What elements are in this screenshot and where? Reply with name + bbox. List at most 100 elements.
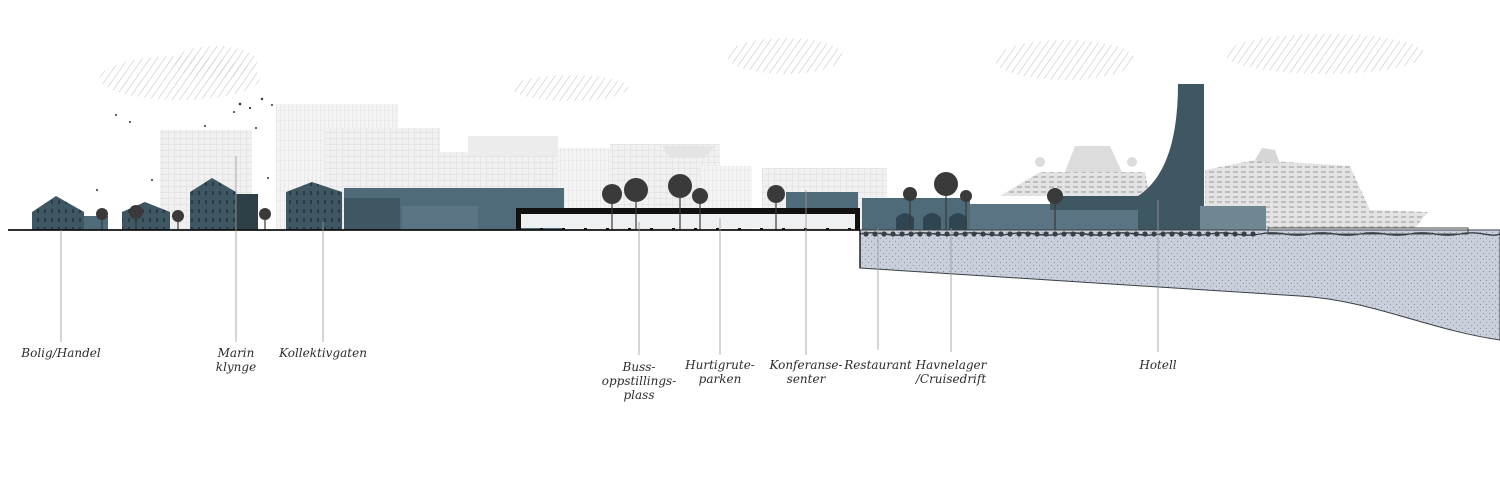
label-line: senter <box>786 372 826 386</box>
tree-crown <box>960 190 972 202</box>
marine-cluster-building <box>190 178 236 230</box>
fender <box>1088 231 1094 237</box>
tree-crown <box>259 208 271 220</box>
conference-building <box>786 192 858 208</box>
label-konferansesenter: Konferanse- senter <box>769 358 842 386</box>
fender <box>1007 231 1013 237</box>
cruise-ship <box>1065 146 1122 172</box>
mid-block <box>286 182 342 230</box>
hotel-tower <box>1138 84 1204 230</box>
fender <box>962 231 968 237</box>
fender <box>1160 231 1166 237</box>
fender <box>989 231 995 237</box>
fender <box>1016 231 1022 237</box>
label-kollektivgaten: Kollektivgaten <box>279 346 367 360</box>
tree-crown <box>172 210 184 222</box>
bus-terminal <box>516 208 860 230</box>
fender <box>863 231 869 237</box>
fender <box>1124 231 1130 237</box>
fender <box>1187 231 1193 237</box>
label-bolig-handel: Bolig/Handel <box>21 346 101 360</box>
label-buss-oppstillingsplass: Buss- oppstillings- plass <box>602 360 677 402</box>
quay-fenders <box>863 231 1256 237</box>
fender <box>1223 231 1229 237</box>
tree-crown <box>602 184 622 204</box>
fender <box>1034 231 1040 237</box>
label-hotell: Hotell <box>1139 358 1177 372</box>
fender <box>917 231 923 237</box>
cloud <box>995 40 1135 80</box>
birds <box>96 97 273 191</box>
warehouse-arch <box>949 213 967 230</box>
fender <box>1214 231 1220 237</box>
label-line: plass <box>623 388 655 402</box>
clouds <box>100 34 1425 101</box>
label-line: parken <box>698 372 742 386</box>
fender <box>971 231 977 237</box>
fender <box>1232 231 1238 237</box>
fender <box>1250 231 1256 237</box>
tree-crown <box>129 205 143 219</box>
fender <box>998 231 1004 237</box>
fender <box>935 231 941 237</box>
label-havnelager-cruisedrift: Havnelager /Cruisedrift <box>916 358 987 386</box>
tree-crown <box>934 172 958 196</box>
fender <box>1196 231 1202 237</box>
cloud <box>1225 34 1425 74</box>
fender <box>1106 231 1112 237</box>
tree-crown <box>96 208 108 220</box>
fender <box>980 231 986 237</box>
label-line: Marin <box>217 346 255 360</box>
tree-crown <box>668 174 692 198</box>
harbour-buildings <box>786 84 1266 230</box>
fender <box>881 231 887 237</box>
fender <box>1133 231 1139 237</box>
tree-crown <box>903 187 917 201</box>
house <box>32 196 84 230</box>
ghost-block <box>468 136 558 156</box>
label-line: oppstillings- <box>601 374 677 388</box>
tree-crown <box>767 185 785 203</box>
ghost-roof <box>662 146 715 158</box>
fender <box>1061 231 1067 237</box>
fender <box>1070 231 1076 237</box>
fender <box>872 231 878 237</box>
label-line: Hurtigrute- <box>685 358 755 372</box>
cruise-ship <box>1000 172 1150 196</box>
fender <box>953 231 959 237</box>
fender <box>1025 231 1031 237</box>
fender <box>1052 231 1058 237</box>
fender <box>944 231 950 237</box>
fender <box>899 231 905 237</box>
label-line: Buss- <box>622 360 656 374</box>
fender <box>1205 231 1211 237</box>
fender <box>1169 231 1175 237</box>
tree-crown <box>692 188 708 204</box>
label-marin-klynge: Marin klynge <box>216 346 256 374</box>
pier <box>1267 227 1469 235</box>
trees <box>96 172 1063 230</box>
fender <box>1115 231 1121 237</box>
cloud <box>512 75 628 101</box>
cloud <box>173 46 257 78</box>
warehouse-arch <box>923 213 941 230</box>
warehouse-arch <box>896 213 914 230</box>
fender <box>1151 231 1157 237</box>
fender <box>1142 231 1148 237</box>
fender <box>926 231 932 237</box>
label-restaurant: Restaurant <box>844 358 912 372</box>
fender <box>1097 231 1103 237</box>
label-line: Havnelager <box>915 358 987 372</box>
fender <box>908 231 914 237</box>
label-hurtigruteparken: Hurtigrute- parken <box>685 358 755 386</box>
fender <box>1043 231 1049 237</box>
label-line: /Cruisedrift <box>915 372 987 386</box>
leader-lines <box>60 156 1159 355</box>
fender <box>1241 231 1247 237</box>
tree-crown <box>1047 188 1063 204</box>
fender <box>1079 231 1085 237</box>
harbour-water <box>859 229 1500 341</box>
fender <box>890 231 896 237</box>
cloud <box>727 38 843 74</box>
